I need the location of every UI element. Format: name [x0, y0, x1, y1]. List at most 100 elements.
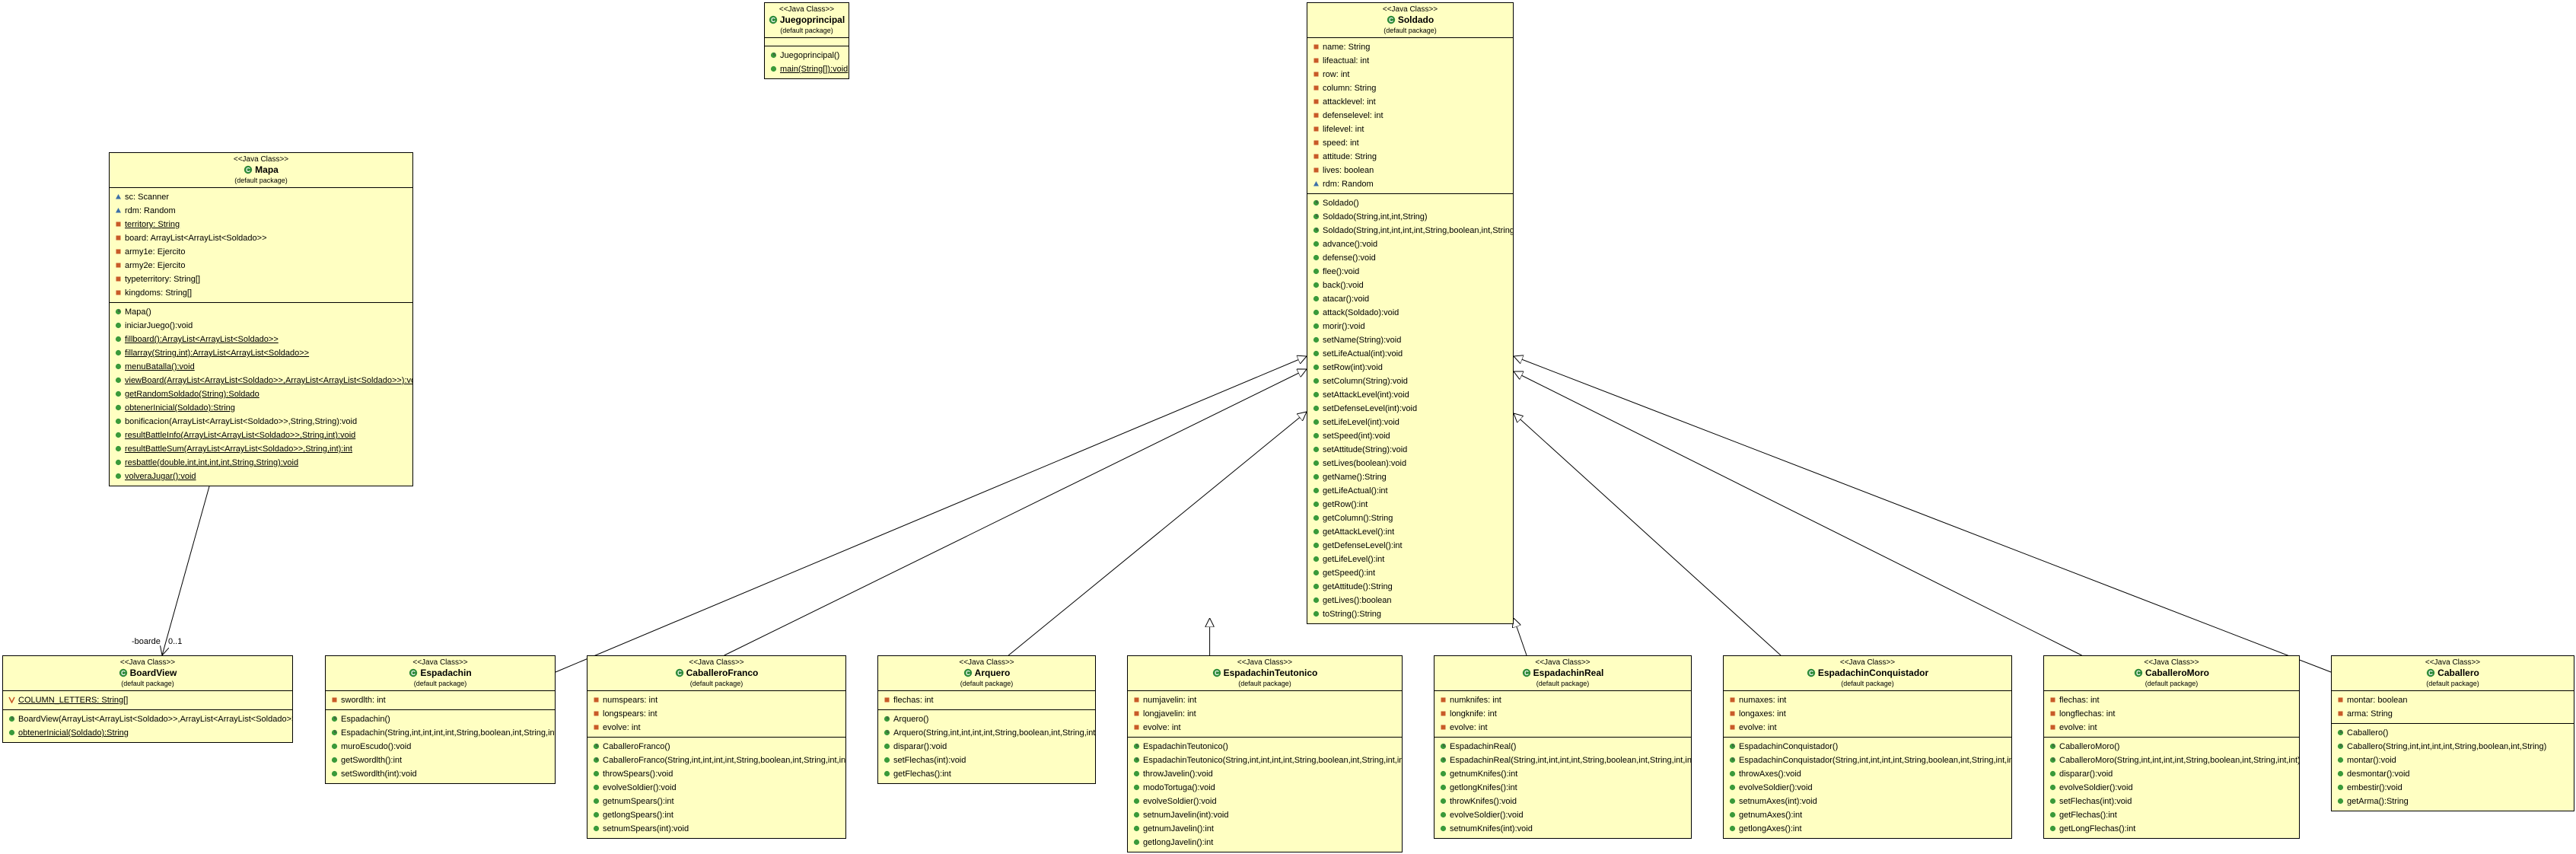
- operation-row[interactable]: throwSpears():void: [593, 767, 845, 781]
- operation-row[interactable]: flee():void: [1313, 265, 1513, 279]
- attribute-row[interactable]: longknife: int: [1440, 707, 1691, 721]
- operation-row[interactable]: fillboard():ArrayList<ArrayList<Soldado>…: [115, 333, 412, 346]
- operation-row[interactable]: morir():void: [1313, 320, 1513, 333]
- operation-row[interactable]: throwAxes():void: [1729, 767, 2011, 781]
- attribute-row[interactable]: row: int: [1313, 68, 1513, 81]
- operation-row[interactable]: setnumKnifes(int):void: [1440, 822, 1691, 836]
- operation-row[interactable]: setAttackLevel(int):void: [1313, 388, 1513, 402]
- attribute-row[interactable]: COLUMN_LETTERS: String[]: [8, 693, 292, 707]
- attribute-row[interactable]: evolve: int: [593, 721, 845, 735]
- operation-row[interactable]: setLifeActual(int):void: [1313, 347, 1513, 361]
- operation-row[interactable]: evolveSoldier():void: [1729, 781, 2011, 795]
- operation-row[interactable]: setLifeLevel(int):void: [1313, 416, 1513, 429]
- operation-row[interactable]: montar():void: [2337, 754, 2574, 767]
- attribute-row[interactable]: numaxes: int: [1729, 693, 2011, 707]
- attribute-row[interactable]: attacklevel: int: [1313, 95, 1513, 109]
- operation-row[interactable]: menuBatalla():void: [115, 360, 412, 374]
- attribute-row[interactable]: army1e: Ejercito: [115, 245, 412, 259]
- attribute-row[interactable]: army2e: Ejercito: [115, 259, 412, 272]
- operation-row[interactable]: getDefenseLevel():int: [1313, 539, 1513, 553]
- operation-row[interactable]: viewBoard(ArrayList<ArrayList<Soldado>>,…: [115, 374, 412, 387]
- attribute-row[interactable]: numspears: int: [593, 693, 845, 707]
- attribute-row[interactable]: longaxes: int: [1729, 707, 2011, 721]
- attribute-row[interactable]: column: String: [1313, 81, 1513, 95]
- attribute-row[interactable]: longjavelin: int: [1133, 707, 1402, 721]
- operation-row[interactable]: getFlechas():int: [2049, 808, 2299, 822]
- operation-row[interactable]: setAttitude(String):void: [1313, 443, 1513, 457]
- attribute-row[interactable]: territory: String: [115, 218, 412, 231]
- operation-row[interactable]: throwKnifes():void: [1440, 795, 1691, 808]
- operation-row[interactable]: setName(String):void: [1313, 333, 1513, 347]
- operation-row[interactable]: bonificacion(ArrayList<ArrayList<Soldado…: [115, 415, 412, 429]
- attribute-row[interactable]: numjavelin: int: [1133, 693, 1402, 707]
- operation-row[interactable]: advance():void: [1313, 237, 1513, 251]
- operation-row[interactable]: getFlechas():int: [884, 767, 1095, 781]
- operation-row[interactable]: back():void: [1313, 279, 1513, 292]
- operation-row[interactable]: getlongSpears():int: [593, 808, 845, 822]
- operation-row[interactable]: throwJavelin():void: [1133, 767, 1402, 781]
- attribute-row[interactable]: montar: boolean: [2337, 693, 2574, 707]
- operation-row[interactable]: setDefenseLevel(int):void: [1313, 402, 1513, 416]
- operation-row[interactable]: evolveSoldier():void: [1133, 795, 1402, 808]
- operation-row[interactable]: getSpeed():int: [1313, 566, 1513, 580]
- operation-row[interactable]: resultBattleInfo(ArrayList<ArrayList<Sol…: [115, 429, 412, 442]
- attribute-row[interactable]: lives: boolean: [1313, 164, 1513, 177]
- operation-row[interactable]: disparar():void: [884, 740, 1095, 754]
- attribute-row[interactable]: sc: Scanner: [115, 190, 412, 204]
- attribute-row[interactable]: flechas: int: [884, 693, 1095, 707]
- attribute-row[interactable]: numknifes: int: [1440, 693, 1691, 707]
- operation-row[interactable]: getlongKnifes():int: [1440, 781, 1691, 795]
- operation-row[interactable]: getLives():boolean: [1313, 594, 1513, 607]
- operation-row[interactable]: evolveSoldier():void: [2049, 781, 2299, 795]
- operation-row[interactable]: embestir():void: [2337, 781, 2574, 795]
- attribute-row[interactable]: evolve: int: [1133, 721, 1402, 735]
- attribute-row[interactable]: name: String: [1313, 40, 1513, 54]
- operation-row[interactable]: obtenerInicial(Soldado):String: [8, 726, 292, 740]
- operation-row[interactable]: atacar():void: [1313, 292, 1513, 306]
- operation-row[interactable]: getLifeActual():int: [1313, 484, 1513, 498]
- operation-row[interactable]: attack(Soldado):void: [1313, 306, 1513, 320]
- operation-row[interactable]: getName():String: [1313, 470, 1513, 484]
- operation-row[interactable]: evolveSoldier():void: [593, 781, 845, 795]
- operation-row[interactable]: getSwordlth():int: [331, 754, 555, 767]
- operation-row[interactable]: iniciarJuego():void: [115, 319, 412, 333]
- operation-row[interactable]: setFlechas(int):void: [884, 754, 1095, 767]
- operation-row[interactable]: getArma():String: [2337, 795, 2574, 808]
- attribute-row[interactable]: typeterritory: String[]: [115, 272, 412, 286]
- attribute-row[interactable]: longspears: int: [593, 707, 845, 721]
- operation-row[interactable]: getAttitude():String: [1313, 580, 1513, 594]
- operation-row[interactable]: getLifeLevel():int: [1313, 553, 1513, 566]
- operation-row[interactable]: evolveSoldier():void: [1440, 808, 1691, 822]
- operation-row[interactable]: setFlechas(int):void: [2049, 795, 2299, 808]
- operation-row[interactable]: setSpeed(int):void: [1313, 429, 1513, 443]
- operation-row[interactable]: setLives(boolean):void: [1313, 457, 1513, 470]
- operation-row[interactable]: getlongAxes():int: [1729, 822, 2011, 836]
- attribute-row[interactable]: arma: String: [2337, 707, 2574, 721]
- attribute-row[interactable]: swordlth: int: [331, 693, 555, 707]
- operation-row[interactable]: disparar():void: [2049, 767, 2299, 781]
- attribute-row[interactable]: speed: int: [1313, 136, 1513, 150]
